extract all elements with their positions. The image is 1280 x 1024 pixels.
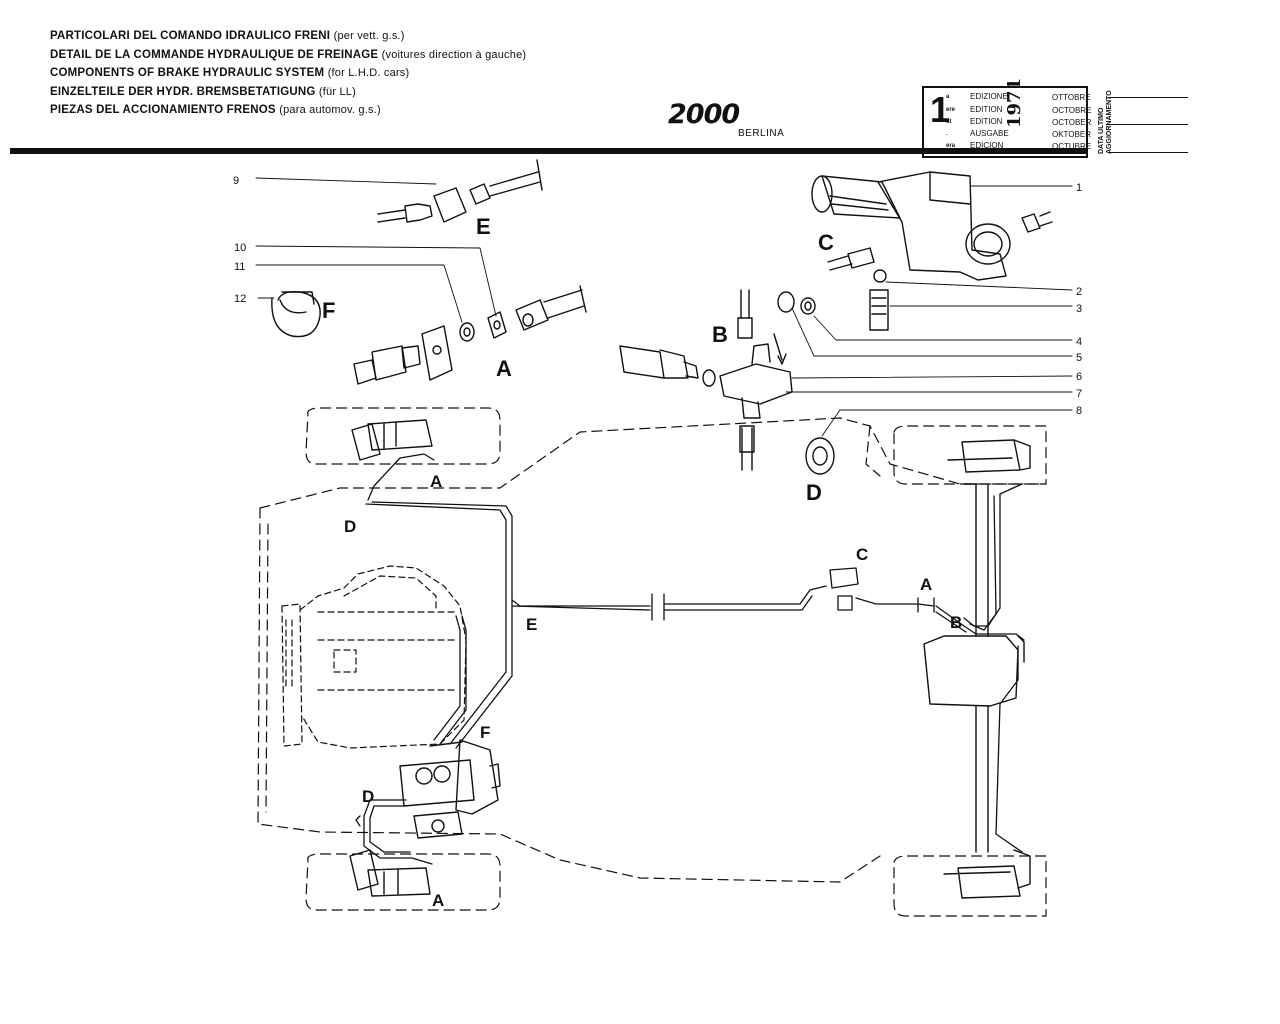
group-letter: D <box>806 480 822 505</box>
tee-fitting-b <box>619 289 835 475</box>
group-letter: E <box>476 214 491 239</box>
part-number: 7 <box>1076 388 1082 400</box>
edition-month: OCTUBRE <box>1052 142 1092 151</box>
part-number: 1 <box>1076 182 1082 194</box>
rear-left-brake <box>947 439 1031 473</box>
group-letter: E <box>526 615 537 634</box>
group-letter: A <box>920 575 932 594</box>
edition-box: 1 a ere st . era EDIZIONE EDITION EDITIO… <box>922 78 1092 158</box>
part-number: 3 <box>1076 303 1082 315</box>
edition-word: EDITION <box>970 105 1003 114</box>
group-letter: F <box>480 723 490 742</box>
edition-month: OTTOBRE <box>1052 93 1091 102</box>
group-letter: B <box>712 322 728 347</box>
part-number: 8 <box>1076 405 1082 417</box>
header-rule <box>10 148 1086 154</box>
fitting-a-exploded <box>353 285 587 385</box>
edition-suffix: . <box>946 131 948 137</box>
edition-month: OKTOBER <box>1052 130 1091 139</box>
rear-axle <box>923 483 1025 853</box>
edition-suffix: a <box>946 94 950 100</box>
edition-word: EDIZIONE <box>970 92 1008 101</box>
group-letter: A <box>496 356 512 381</box>
edition-word: EDICION <box>970 141 1004 150</box>
title-line-it: PARTICOLARI DEL COMANDO IDRAULICO FRENI … <box>50 30 405 42</box>
edition-word: AUSGABE <box>970 129 1009 138</box>
part-number: 2 <box>1076 286 1082 298</box>
group-letter: D <box>344 517 356 536</box>
group-letter: A <box>430 472 442 491</box>
part-number: 10 <box>234 242 246 254</box>
clip-f-exploded <box>271 290 321 338</box>
edition-suffix: st <box>946 119 952 125</box>
union-e-exploded <box>377 159 543 223</box>
brake-booster-assembly <box>399 739 501 839</box>
title-line-fr: DETAIL DE LA COMMANDE HYDRAULIQUE DE FRE… <box>50 48 527 61</box>
edition-suffix: era <box>946 143 956 149</box>
model-name: BERLINA <box>738 128 785 139</box>
group-letter: C <box>818 230 834 255</box>
layout-letter-labels: A D E C A B F D A <box>344 472 962 910</box>
edition-suffix: ere <box>946 107 956 113</box>
group-letter-labels: E F A C B D <box>322 214 834 505</box>
part-number-labels: 9 10 11 12 1 2 3 4 5 6 7 8 <box>233 175 1082 417</box>
edition-word: EDITION <box>970 117 1003 126</box>
front-left-brake <box>351 419 433 461</box>
master-cylinder-c <box>811 171 1053 331</box>
engine-outline <box>281 565 467 749</box>
update-ruler <box>1108 152 1188 153</box>
front-right-brake <box>349 849 431 897</box>
title-line-es: PIEZAS DEL ACCIONAMIENTO FRENOS (para au… <box>50 104 381 117</box>
rear-right-brake <box>943 849 1031 899</box>
brake-lines <box>355 453 1025 865</box>
group-letter: D <box>362 787 374 806</box>
leader-lines <box>255 177 1073 437</box>
group-letter: C <box>856 545 868 564</box>
edition-number: 1 <box>930 89 951 130</box>
edition-month: OCTOBRE <box>1052 106 1092 115</box>
group-letter: A <box>432 891 444 910</box>
title-line-en: COMPONENTS OF BRAKE HYDRAULIC SYSTEM (fo… <box>50 67 410 80</box>
part-number: 11 <box>234 261 245 273</box>
part-number: 9 <box>233 175 239 187</box>
update-ruler <box>1108 97 1188 98</box>
title-line-de: EINZELTEILE DER HYDR. BREMSBETATIGUNG (f… <box>50 85 356 98</box>
model-logo: 2000 <box>668 99 740 130</box>
group-letter: F <box>322 298 335 323</box>
update-ruler <box>1108 124 1188 125</box>
part-number: 6 <box>1076 371 1082 383</box>
group-letter: B <box>950 613 962 632</box>
part-number: 5 <box>1076 352 1082 364</box>
edition-month: OCTOBER <box>1052 118 1092 127</box>
header-titles: PARTICOLARI DEL COMANDO IDRAULICO FRENI … <box>50 27 526 120</box>
part-number: 12 <box>234 293 246 305</box>
part-number: 4 <box>1076 336 1082 348</box>
car-outline <box>257 407 1047 917</box>
